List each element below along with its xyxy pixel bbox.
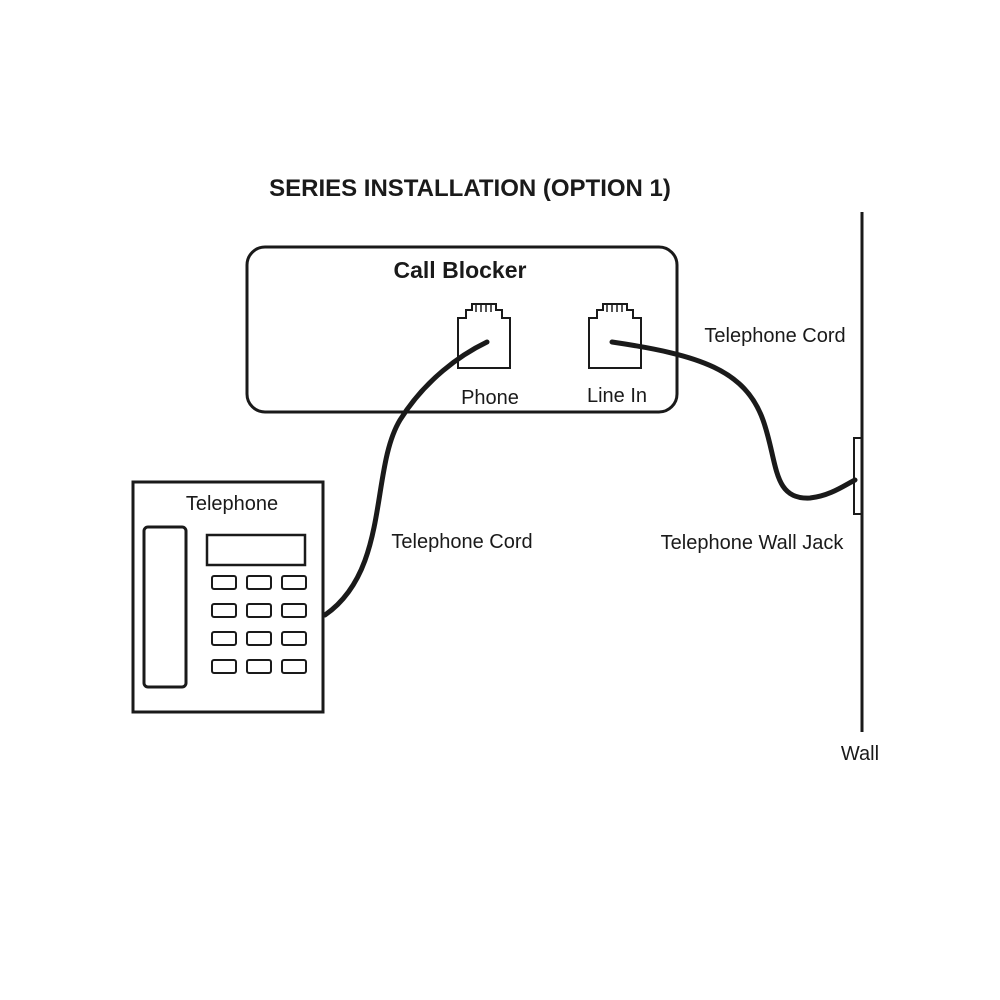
- wall-label: Wall: [841, 743, 879, 765]
- keypad-icon: [211, 575, 307, 674]
- telephone-body: [131, 480, 325, 714]
- wall-jack-icon: [853, 437, 863, 515]
- phone-cord: [322, 339, 490, 618]
- display-screen: [205, 533, 307, 567]
- handset-icon: [142, 525, 188, 689]
- phone-port-icon: [457, 303, 511, 369]
- call-blocker-label: Call Blocker: [394, 257, 527, 283]
- call-blocker-box: [245, 245, 679, 414]
- line-in-port-icon: [588, 303, 642, 369]
- phone-cord-label: Telephone Cord: [391, 531, 532, 553]
- phone-port-label: Phone: [461, 387, 519, 409]
- telephone-label: Telephone: [186, 493, 278, 515]
- wall-jack-label: Telephone Wall Jack: [661, 532, 845, 554]
- call-blocker-device: Call Blocker Phone Line In: [245, 245, 679, 414]
- line-cord: [609, 339, 858, 501]
- line-in-port-label: Line In: [587, 385, 647, 407]
- diagram-title: SERIES INSTALLATION (OPTION 1): [269, 175, 671, 202]
- telephone-device: Telephone: [131, 480, 325, 714]
- line-cord-label: Telephone Cord: [704, 325, 845, 347]
